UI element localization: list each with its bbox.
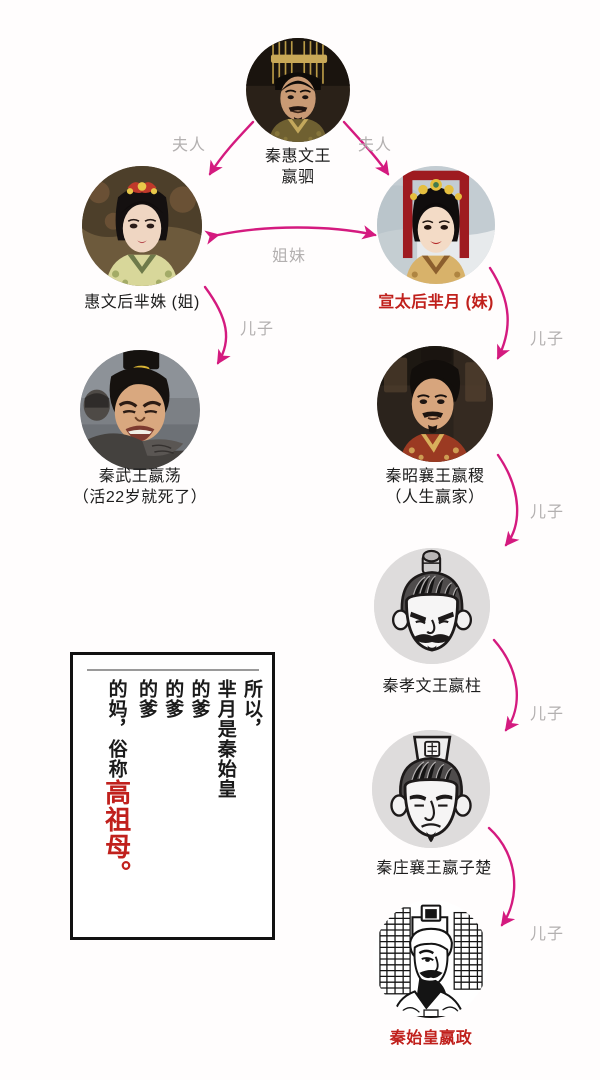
- note-column-1: 所以，: [239, 679, 264, 739]
- node-label-qin-wu-wang: 秦武王嬴荡 （活22岁就死了）: [72, 468, 208, 507]
- note-columns: 所以， 芈月是秦始皇 的爹 的爹 的爹 的妈，俗称高祖母。: [81, 679, 264, 929]
- edge-label-furen-left: 夫人: [172, 137, 207, 154]
- edge-label-erzi-zhuangxiang: 儿子: [530, 706, 565, 723]
- note-column-6: 的妈，俗称高祖母。: [100, 679, 133, 887]
- king-wu-photo: [80, 350, 200, 470]
- emperor-huiwen-photo: [246, 38, 350, 142]
- note-column-2: 芈月是秦始皇: [212, 679, 237, 799]
- node-label-huiwenhou-mishu: 惠文后芈姝 (姐): [84, 294, 200, 311]
- arrow-huiwen-to-xuantaihou: [342, 120, 390, 176]
- king-xiaowen-cartoon: [374, 548, 490, 664]
- arrow-zhaoxiang-to-xiaowen: [496, 453, 520, 547]
- note-column-4-text: 的爹: [162, 679, 184, 719]
- arrow-huiwenhou-to-wuwang: [203, 285, 231, 365]
- node-label-qin-zhaoxiang-wang: 秦昭襄王嬴稷 （人生赢家）: [385, 468, 485, 507]
- edge-label-erzi-xiaowen: 儿子: [530, 504, 565, 521]
- king-zhaoxiang-photo: [377, 346, 493, 462]
- arrow-huiwen-to-huiwenhou: [208, 120, 255, 176]
- note-column-5: 的爹: [134, 679, 159, 719]
- note-column-3-text: 的爹: [188, 679, 210, 719]
- node-label-qin-shihuang: 秦始皇嬴政: [389, 1030, 473, 1047]
- node-label-qin-zhuangxiang-wang: 秦庄襄王嬴子楚: [376, 860, 492, 877]
- arrow-sisters: [204, 225, 377, 245]
- arrow-zhuangxiang-to-shihuang: [487, 826, 516, 927]
- king-zhuangxiang-cartoon: [372, 730, 490, 848]
- note-top-rule: [87, 669, 259, 671]
- arrow-xuantaihou-to-zhaoxiang: [488, 266, 511, 360]
- qin-shihuang-drawing: [373, 900, 489, 1018]
- note-emphasis-text: 高祖母。: [101, 779, 131, 887]
- note-column-6-text: 的妈，俗称: [105, 679, 127, 779]
- edge-label-erzi-zhaoxiang: 儿子: [530, 331, 565, 348]
- note-column-3: 的爹: [186, 679, 211, 719]
- node-label-qin-xiaowen-wang: 秦孝文王嬴柱: [382, 678, 482, 695]
- edge-label-furen-right: 夫人: [358, 137, 393, 154]
- edge-label-jiemei: 姐妹: [272, 248, 307, 265]
- node-label-qin-huiwen-wang: 秦惠文王 嬴驷: [264, 148, 331, 187]
- queen-xuantaihou-photo: [377, 166, 495, 284]
- note-column-5-text: 的爹: [135, 679, 157, 719]
- note-column-2-text: 芈月是秦始皇: [214, 679, 236, 799]
- arrow-xiaowen-to-zhuangxiang: [492, 638, 520, 732]
- edge-label-erzi-wuwang: 儿子: [240, 321, 275, 338]
- node-label-xuantaihou-miyue: 宣太后芈月 (妹): [378, 294, 494, 311]
- queen-huiwenhou-photo: [82, 166, 202, 286]
- edge-label-erzi-shihuang: 儿子: [530, 926, 565, 943]
- note-column-4: 的爹: [160, 679, 185, 719]
- note-column-1-text: 所以，: [241, 679, 262, 739]
- conclusion-note-box: 所以， 芈月是秦始皇 的爹 的爹 的爹 的妈，俗称高祖母。: [70, 652, 275, 940]
